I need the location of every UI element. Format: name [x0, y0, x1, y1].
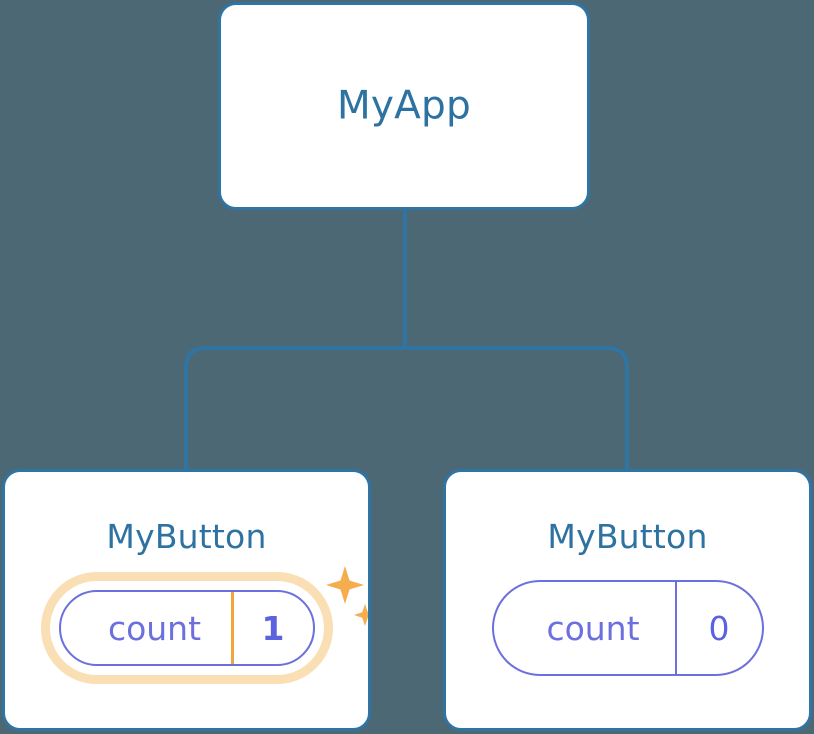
state-pill-divider-1	[674, 582, 677, 674]
node-card-child-1[interactable]: MyButton count 0	[443, 469, 812, 731]
state-pill-child-0[interactable]: count 1	[40, 566, 368, 684]
state-pill-child-1[interactable]: count 0	[491, 580, 764, 676]
state-pill-body-0: count 1	[58, 590, 315, 666]
state-key-child-1: count	[546, 608, 640, 648]
node-title-child-0: MyButton	[106, 517, 267, 556]
connector-branch-right	[405, 346, 629, 470]
connector-branch-left	[184, 346, 405, 470]
state-value-child-1: 0	[708, 608, 730, 648]
node-card-child-0[interactable]: MyButton count 1	[2, 469, 371, 731]
highlight-glow-outer	[40, 572, 333, 684]
state-key-child-0: count	[107, 608, 202, 648]
node-card-root[interactable]: MyApp	[218, 2, 590, 210]
sparkle-small-icon	[353, 604, 368, 626]
state-pill-divider-0	[230, 592, 234, 664]
node-title-child-1: MyButton	[547, 517, 708, 556]
state-value-child-0: 1	[261, 608, 285, 648]
state-pill-body-1: count 0	[491, 580, 764, 676]
sparkle-large-icon	[325, 566, 364, 604]
node-title-root: MyApp	[337, 83, 471, 129]
